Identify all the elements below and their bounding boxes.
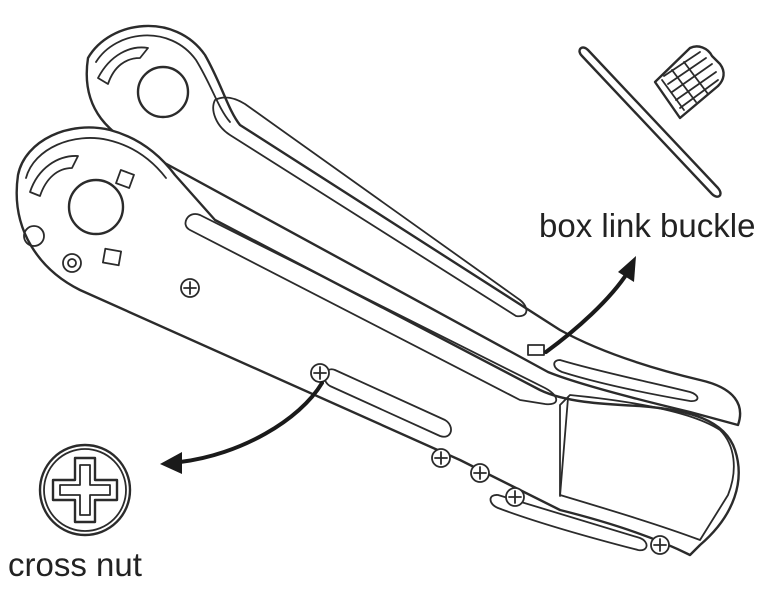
front-arm-end-divider bbox=[559, 397, 569, 497]
front-arm-end-panel bbox=[559, 394, 735, 541]
back-arm-end-slot bbox=[553, 359, 699, 402]
screw-6 bbox=[650, 535, 670, 555]
back-arm-inner-edge bbox=[95, 34, 231, 123]
front-arm-screw bbox=[62, 253, 82, 273]
front-arm bbox=[15, 126, 740, 557]
screw-5 bbox=[505, 487, 525, 507]
screws bbox=[180, 278, 670, 555]
arrow-cross-nut-line bbox=[178, 381, 324, 464]
box-link-buckle-part bbox=[578, 45, 725, 198]
arrow-cross-nut bbox=[160, 381, 324, 474]
screw-3 bbox=[431, 448, 451, 468]
front-arm-top-slot bbox=[29, 155, 79, 197]
buckle-plate bbox=[578, 46, 722, 198]
back-arm bbox=[85, 24, 742, 427]
arrow-box-buckle-line bbox=[544, 270, 630, 354]
front-arm-tab-top bbox=[115, 169, 135, 189]
cross-nut-outer bbox=[38, 443, 132, 537]
cross-nut-part bbox=[38, 443, 132, 537]
cross-nut-cross bbox=[51, 456, 119, 524]
arrow-cross-nut-head bbox=[160, 452, 182, 474]
front-arm-pivot-hole bbox=[67, 178, 125, 236]
back-arm-pivot-hole bbox=[136, 65, 190, 119]
front-arm-tab-bottom bbox=[102, 247, 122, 267]
front-arm-end-slot bbox=[489, 494, 648, 552]
label-box-link-buckle: box link buckle bbox=[539, 207, 756, 244]
front-arm-small-hole bbox=[23, 225, 45, 247]
cross-nut-rim bbox=[43, 448, 127, 532]
screw-2 bbox=[310, 363, 330, 383]
screw-4 bbox=[470, 463, 490, 483]
buckle-threads bbox=[661, 51, 719, 111]
buckle-threaded-stud bbox=[653, 45, 725, 120]
arrow-box-buckle-head bbox=[618, 256, 636, 282]
screw-1 bbox=[180, 278, 200, 298]
front-arm-long-cutout bbox=[184, 213, 558, 406]
front-arm-screw-center bbox=[67, 258, 77, 268]
label-cross-nut: cross nut bbox=[8, 546, 142, 583]
front-arm-inner-edge bbox=[25, 137, 167, 179]
back-arm-long-cutout bbox=[212, 96, 528, 318]
back-arm-top-slot bbox=[97, 46, 149, 85]
front-arm-buckle-slot bbox=[527, 344, 545, 356]
arrow-box-buckle bbox=[544, 256, 636, 354]
